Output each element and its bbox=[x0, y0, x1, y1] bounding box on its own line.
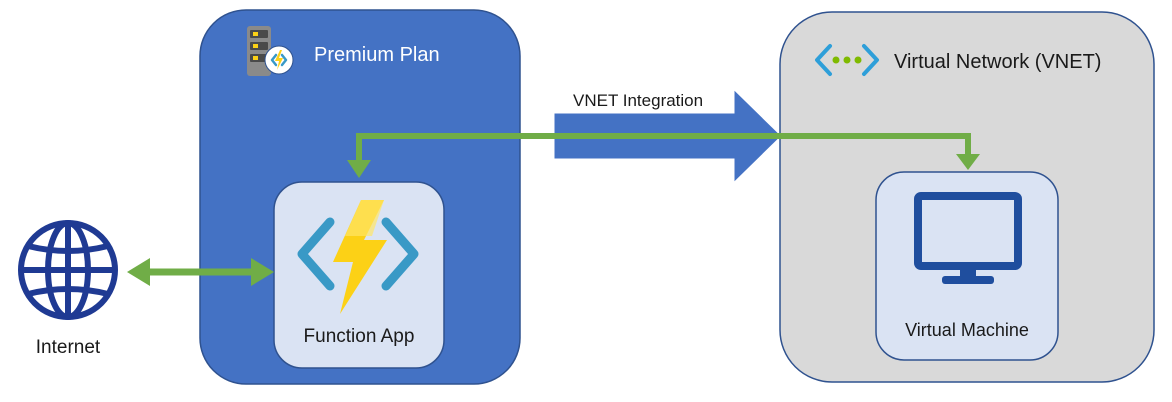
monitor-icon bbox=[914, 192, 1022, 284]
virtual-network-icon bbox=[815, 44, 879, 76]
function-app-box: Function App bbox=[273, 181, 445, 369]
connector-arrowhead-vm bbox=[956, 154, 980, 170]
premium-plan-title: Premium Plan bbox=[314, 44, 440, 66]
azure-functions-icon bbox=[297, 200, 419, 314]
function-app-label: Function App bbox=[304, 326, 415, 347]
internet-arrowhead bbox=[127, 258, 150, 286]
connector-line bbox=[356, 133, 971, 162]
internet-function-connector bbox=[127, 258, 274, 286]
virtual-machine-box: Virtual Machine bbox=[875, 171, 1059, 361]
vnet-integration-label: VNET Integration bbox=[573, 91, 703, 110]
app-service-plan-icon bbox=[247, 26, 294, 76]
function-arrowhead bbox=[251, 258, 274, 286]
globe-icon bbox=[18, 220, 118, 320]
connector-arrowhead-function bbox=[347, 160, 371, 178]
internet-label: Internet bbox=[36, 337, 101, 358]
vnet-title: Virtual Network (VNET) bbox=[894, 51, 1101, 73]
virtual-machine-label: Virtual Machine bbox=[905, 320, 1029, 340]
function-vm-connector bbox=[347, 133, 980, 178]
